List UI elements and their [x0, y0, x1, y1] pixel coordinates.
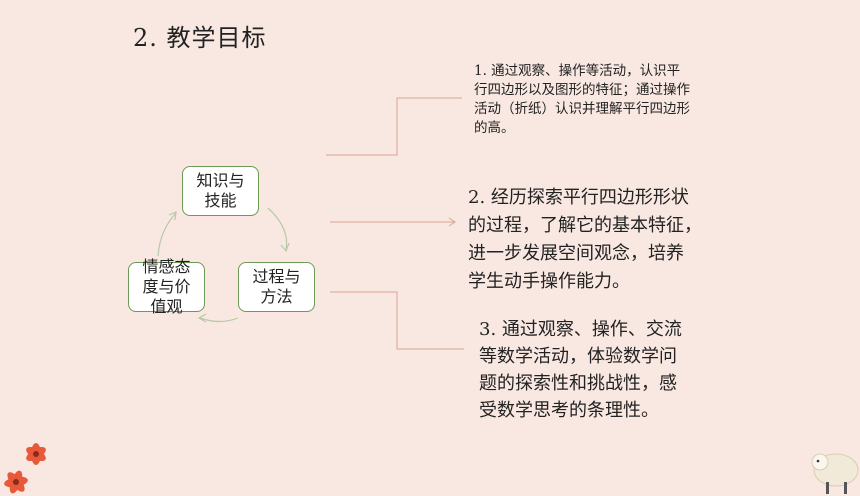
goal-text-2: 2. 经历探索平行四边形形状 的过程，了解它的基本特征， 进一步发展空间观念，培… — [468, 187, 702, 292]
cycle-node-process-methods: 过程与 方法 — [238, 262, 315, 312]
cycle-arrow-knowledge-to-process — [267, 207, 288, 251]
cycle-arrow-process-to-attitude — [199, 317, 239, 323]
cycle-node-knowledge-skills: 知识与 技能 — [182, 166, 259, 216]
slide-title: 2. 教学目标 — [133, 24, 267, 52]
goal-text-1: 1. 通过观察、操作等活动，认识平 行四边形以及图形的特征；通过操作 活动（折纸… — [474, 63, 690, 136]
goal-text-3: 3. 通过观察、操作、交流 等数学活动，体验数学问 题的探索性和挑战性，感 受数… — [479, 319, 682, 421]
sheep-decoration-icon — [811, 453, 859, 494]
cycle-arrow-attitude-to-knowledge — [157, 212, 177, 257]
connector-goal-1 — [326, 97, 462, 156]
flower-decoration-icon — [4, 443, 46, 494]
connector-goal-3 — [330, 291, 464, 350]
cycle-node-attitude-values: 情感态 度与价 值观 — [128, 257, 205, 316]
